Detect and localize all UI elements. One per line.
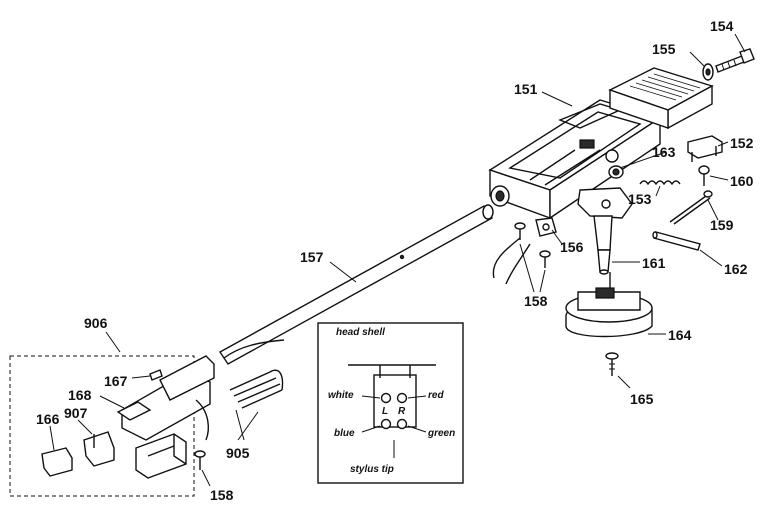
part-907-stylus bbox=[83, 431, 115, 467]
part-155-washer bbox=[702, 63, 714, 81]
part-151-arm-base bbox=[488, 99, 662, 220]
label-158-upper: 158 bbox=[524, 293, 548, 309]
part-168-cartridge-mount bbox=[116, 401, 152, 421]
label-155: 155 bbox=[652, 41, 676, 57]
part-153-spring bbox=[639, 180, 681, 186]
label-160: 160 bbox=[730, 173, 754, 189]
part-159-lever bbox=[669, 190, 713, 225]
part-166-stylus-guard bbox=[41, 447, 73, 477]
inset-frame bbox=[317, 322, 464, 484]
label-165: 165 bbox=[630, 391, 654, 407]
part-905-leads bbox=[229, 369, 284, 409]
part-158-screw-lower bbox=[194, 450, 206, 470]
leader-lines bbox=[49, 33, 746, 487]
inset-r-label: R bbox=[398, 406, 406, 417]
label-906: 906 bbox=[84, 315, 108, 331]
label-905: 905 bbox=[226, 445, 250, 461]
label-907: 907 bbox=[64, 405, 88, 421]
part-164-base bbox=[565, 272, 653, 338]
inset-title: head shell bbox=[336, 327, 385, 338]
label-159: 159 bbox=[710, 217, 734, 233]
label-161: 161 bbox=[642, 255, 666, 271]
label-158-lower: 158 bbox=[210, 487, 234, 503]
wiring-inset: head shell white red blue green L R styl… bbox=[317, 322, 464, 484]
part-154-bolt bbox=[715, 48, 755, 73]
part-161-pivot-shaft bbox=[577, 187, 633, 275]
part-162-rod bbox=[652, 231, 701, 251]
label-151: 151 bbox=[514, 81, 538, 97]
part-152-clip bbox=[687, 135, 723, 162]
group-906-box bbox=[9, 355, 195, 497]
label-153: 153 bbox=[628, 191, 652, 207]
part-labels: 154 155 151 152 163 160 153 159 156 161 … bbox=[36, 18, 754, 503]
label-154: 154 bbox=[710, 18, 734, 34]
part-906-headshell bbox=[121, 355, 215, 441]
inset-l-label: L bbox=[382, 406, 388, 417]
label-163: 163 bbox=[652, 144, 676, 160]
part-158-screws-upper bbox=[514, 222, 551, 268]
part-160-screw bbox=[698, 165, 710, 186]
label-157: 157 bbox=[300, 249, 324, 265]
inset-blue-label: blue bbox=[334, 428, 355, 439]
label-162: 162 bbox=[724, 261, 748, 277]
label-156: 156 bbox=[560, 239, 584, 255]
inset-stylus-label: stylus tip bbox=[350, 464, 394, 475]
label-152: 152 bbox=[730, 135, 754, 151]
part-cartridge-body bbox=[135, 433, 187, 479]
part-167-screw bbox=[149, 369, 163, 381]
inset-green-label: green bbox=[427, 428, 455, 439]
label-164: 164 bbox=[668, 327, 692, 343]
label-167: 167 bbox=[104, 373, 128, 389]
part-157-arm-tube bbox=[218, 204, 494, 365]
part-counterweight-housing bbox=[608, 67, 714, 130]
label-166: 166 bbox=[36, 411, 60, 427]
label-168: 168 bbox=[68, 387, 92, 403]
inset-white-label: white bbox=[328, 390, 354, 401]
part-163-pin bbox=[608, 165, 624, 179]
inset-red-label: red bbox=[428, 390, 444, 401]
part-165-screw bbox=[605, 352, 619, 376]
part-156-bracket bbox=[492, 217, 557, 285]
